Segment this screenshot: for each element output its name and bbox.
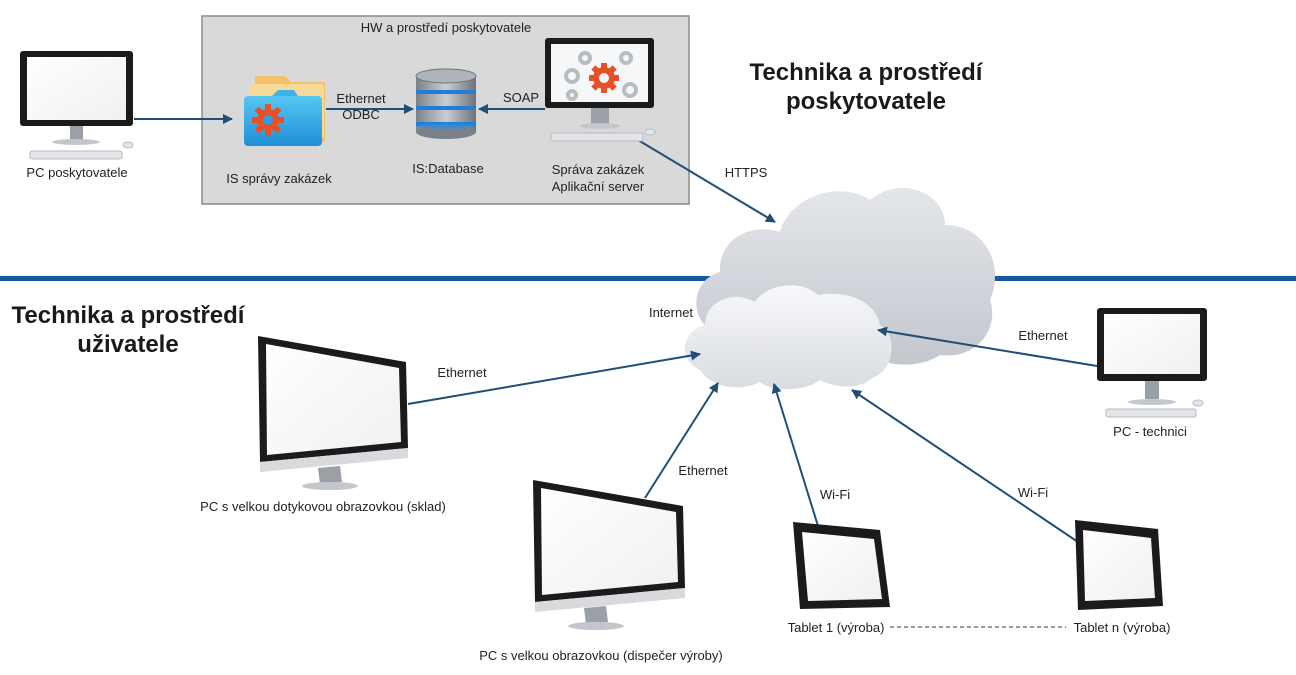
pc-dispatch-icon [533, 480, 685, 630]
folder-gear-icon [244, 76, 325, 146]
arrow-tablet-n-to-cloud [851, 389, 1079, 543]
heading-user-line-1: Technika a prostředí [11, 302, 245, 329]
label-ethernet-odbc: Ethernet ODBC [336, 91, 385, 123]
label-pc-touch: PC s velkou dotykovou obrazovkou (sklad) [200, 499, 446, 514]
heading-user-line-2: uživatele [77, 331, 179, 358]
label-tablet-1: Tablet 1 (výroba) [787, 620, 885, 635]
label-ethernet-dispatch: Ethernet [678, 463, 728, 478]
label-ethernet-touch: Ethernet [437, 365, 487, 380]
arrow-technicians-to-cloud [877, 326, 1098, 367]
label-soap: SOAP [502, 90, 540, 105]
label-ethernet-odbc-line-2: ODBC [342, 107, 380, 122]
arrow-server-to-cloud [637, 139, 776, 223]
heading-provider: Technika a prostředí poskytovatele [740, 58, 992, 116]
label-ethernet-odbc-line-1: Ethernet [336, 91, 386, 106]
label-database: IS:Database [412, 161, 484, 176]
label-wifi-n: Wi-Fi [1017, 485, 1049, 500]
label-pc-dispatch: PC s velkou obrazovkou (dispečer výroby) [479, 648, 723, 663]
heading-provider-line-2: poskytovatele [785, 88, 947, 115]
section-divider [0, 276, 1296, 281]
label-app-server-line-2: Aplikační server [551, 179, 645, 194]
provider-box-title: HW a prostředí poskytovatele [360, 20, 532, 35]
label-wifi-1: Wi-Fi [819, 487, 851, 502]
label-app-server-line-1: Správa zakázek [551, 162, 645, 177]
pc-touch-icon [258, 336, 408, 490]
pc-provider-icon [20, 51, 134, 160]
database-icon [415, 68, 477, 139]
label-ethernet-technicians: Ethernet [1018, 328, 1068, 343]
arrow-tablet-1-to-cloud [771, 383, 819, 527]
label-is-app: IS správy zakázek [226, 171, 332, 186]
label-pc-provider: PC poskytovatele [26, 165, 128, 180]
label-tablet-n: Tablet n (výroba) [1073, 620, 1171, 635]
label-app-server: Správa zakázek Aplikační server [552, 161, 645, 195]
arrow-touch-pc-to-cloud [407, 350, 701, 405]
heading-user: Technika a prostředí uživatele [0, 301, 256, 359]
server-gears-icon [545, 38, 656, 142]
tablet-1-icon [793, 522, 890, 609]
cloud-icon [684, 188, 995, 390]
pc-technicians-icon [1097, 308, 1207, 418]
tablet-n-icon [1075, 520, 1163, 610]
label-https: HTTPS [724, 165, 768, 180]
label-pc-technicians: PC - technici [1113, 424, 1187, 439]
connection-arrows [134, 104, 1098, 543]
arrow-dispatch-pc-to-cloud [644, 382, 719, 499]
label-internet: Internet [648, 305, 694, 320]
heading-provider-line-1: Technika a prostředí [749, 59, 983, 86]
